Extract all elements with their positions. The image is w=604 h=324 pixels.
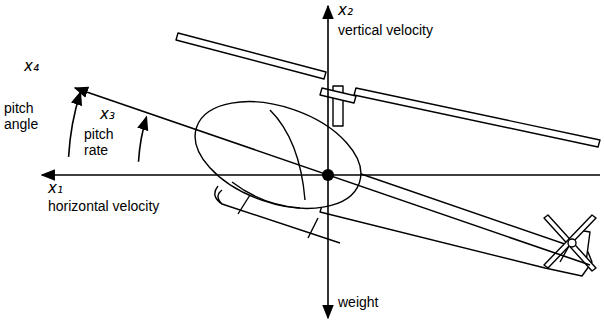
axis-name: horizontal velocity	[48, 198, 198, 214]
axis-symbol: x₂	[338, 2, 378, 18]
axis-name: pitch rate	[84, 126, 128, 158]
axis-name: pitch angle	[4, 100, 54, 132]
axis-name: vertical velocity	[338, 22, 478, 38]
force-name: weight	[338, 294, 418, 310]
axis-symbol: x₄	[24, 58, 54, 74]
axis-symbol: x₃	[100, 106, 130, 122]
axis-symbol: x₁	[48, 180, 78, 196]
